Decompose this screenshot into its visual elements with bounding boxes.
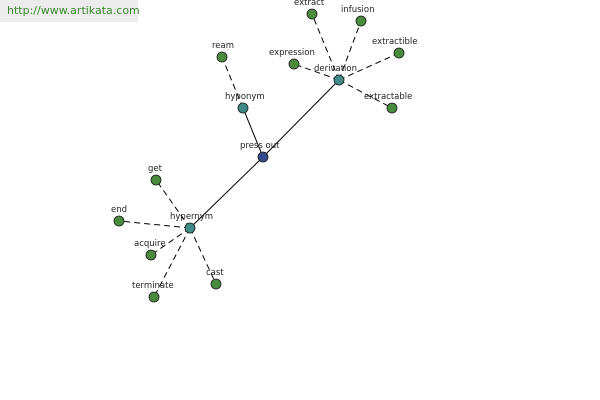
node-get[interactable] [150, 174, 162, 186]
node-label-acquire[interactable]: acquire [134, 239, 166, 249]
edge-hypernym-to-end [118, 220, 191, 229]
node-acquire[interactable] [145, 249, 157, 261]
edge-hypernym-to-terminate [153, 227, 191, 298]
edge-press-out-to-hyponym [242, 107, 264, 158]
edge-press-out-to-hypernym [189, 156, 264, 229]
node-label-hypernym[interactable]: hypernym [170, 212, 213, 222]
edge-derivation-to-infusion [338, 20, 362, 81]
node-hypernym[interactable] [184, 222, 196, 234]
node-hyponym[interactable] [237, 102, 249, 114]
node-terminate[interactable] [148, 291, 160, 303]
edge-derivation-to-extractible [338, 52, 400, 81]
node-label-get[interactable]: get [148, 164, 163, 174]
node-ream[interactable] [216, 51, 228, 63]
node-cast[interactable] [210, 278, 222, 290]
node-label-expression[interactable]: expression [269, 48, 315, 58]
edge-derivation-to-extract [311, 13, 340, 81]
node-expression[interactable] [288, 58, 300, 70]
node-end[interactable] [113, 215, 125, 227]
node-label-hyponym[interactable]: hyponym [225, 92, 265, 102]
node-label-cast[interactable]: cast [206, 268, 224, 278]
node-infusion[interactable] [355, 15, 367, 27]
node-derivation[interactable] [333, 74, 345, 86]
edge-press-out-to-derivation [262, 79, 340, 158]
node-label-end[interactable]: end [111, 205, 127, 215]
node-extractable[interactable] [386, 102, 398, 114]
source-banner: http://www.artikata.com [0, 0, 140, 22]
node-extract[interactable] [306, 8, 318, 20]
node-label-extractable[interactable]: extractable [364, 92, 412, 102]
edge-hyponym-to-ream [221, 56, 244, 109]
edges-layer [118, 13, 400, 298]
node-label-extractible[interactable]: extractible [372, 37, 418, 47]
node-label-ream[interactable]: ream [212, 41, 234, 51]
labels-layer: press out hyponym derivation hypernym ream ex… [111, 0, 418, 291]
edge-hypernym-to-acquire [150, 227, 191, 256]
edge-hypernym-to-cast [189, 227, 217, 285]
edge-derivation-to-expression [293, 63, 340, 81]
node-label-derivation[interactable]: derivation [314, 64, 357, 74]
node-press-out[interactable] [257, 151, 269, 163]
node-label-extract[interactable]: extract [294, 0, 325, 8]
node-label-infusion[interactable]: infusion [341, 5, 375, 15]
node-extractible[interactable] [393, 47, 405, 59]
node-label-press-out[interactable]: press out [240, 141, 280, 151]
nodes-layer [113, 8, 405, 303]
node-label-terminate[interactable]: terminate [132, 281, 174, 291]
source-link[interactable]: http://www.artikata.com [7, 4, 140, 17]
